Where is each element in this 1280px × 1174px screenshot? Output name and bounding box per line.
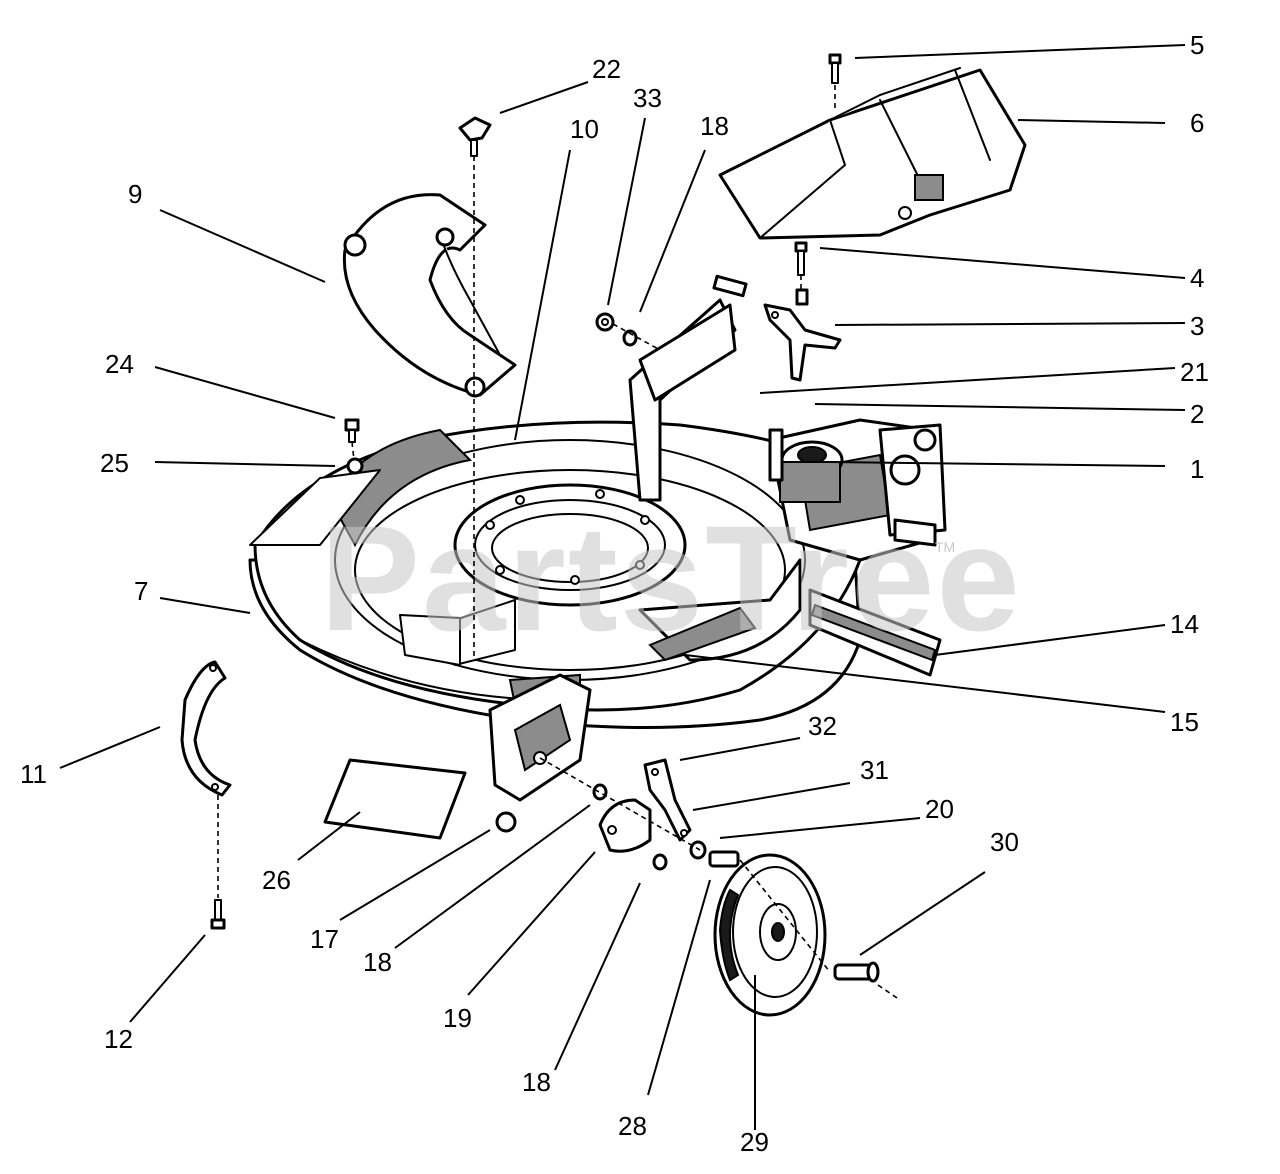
wheel-bolt-28 [708, 850, 740, 868]
callout-18-top: 18 [700, 111, 729, 141]
callout-30: 30 [990, 827, 1019, 857]
baffle [342, 193, 517, 398]
callout-9: 9 [128, 179, 142, 209]
bolt-4 [794, 241, 808, 276]
front-wheel-bracket-housing [488, 673, 592, 802]
callout-32: 32 [808, 711, 837, 741]
callout-33: 33 [633, 83, 662, 113]
callout-3: 3 [1190, 311, 1204, 341]
callout-17: 17 [310, 924, 339, 954]
nut-25 [346, 457, 364, 475]
washer-18-low [652, 853, 668, 871]
screw-12 [210, 899, 226, 930]
washer-18-mid [592, 783, 608, 801]
bolt-5 [828, 53, 842, 84]
nut-33 [595, 312, 615, 332]
callout-2: 2 [1190, 399, 1204, 429]
height-adjuster-bracket [643, 758, 692, 842]
callout-26: 26 [262, 865, 291, 895]
callout-12: 12 [104, 1024, 133, 1054]
callout-24: 24 [105, 349, 134, 379]
callout-21: 21 [1180, 357, 1209, 387]
pin-21 [712, 274, 748, 298]
callout-11: 11 [20, 759, 47, 789]
wing-screw-22 [458, 116, 492, 157]
callout-20: 20 [925, 794, 954, 824]
callout-5: 5 [1190, 30, 1204, 60]
leader-lines [59, 44, 1186, 1130]
callout-18-mid: 18 [363, 947, 392, 977]
callout-6: 6 [1190, 108, 1204, 138]
callout-7: 7 [134, 576, 148, 606]
spacer-2 [795, 288, 809, 306]
callout-18-low: 18 [522, 1067, 551, 1097]
watermark: PartsTree TM [320, 494, 1022, 662]
nut-17 [495, 811, 517, 833]
callout-31: 31 [860, 755, 889, 785]
deck-label [323, 758, 467, 840]
callout-15: 15 [1170, 707, 1199, 737]
control-bracket [763, 303, 842, 382]
wheel-plate-19 [598, 798, 652, 853]
wheel [713, 853, 827, 1017]
callout-25: 25 [100, 448, 129, 478]
rear-roller-bar [808, 588, 942, 677]
ring-bolt-holes [485, 489, 650, 585]
callout-numbers: 5 6 4 3 21 2 1 14 15 32 31 20 30 29 28 1… [20, 30, 1209, 1157]
mower-deck [248, 298, 947, 729]
callout-22: 22 [592, 54, 621, 84]
callout-14: 14 [1170, 609, 1199, 639]
svg-text:PartsTree: PartsTree [320, 494, 1022, 662]
bolt-24 [344, 418, 360, 443]
baffle-clip [180, 660, 232, 797]
discharge-chute [718, 67, 1027, 240]
washer-20 [689, 840, 707, 860]
callout-28: 28 [618, 1111, 647, 1141]
callout-10: 10 [570, 114, 599, 144]
callout-4: 4 [1190, 263, 1204, 293]
svg-text:TM: TM [935, 539, 955, 555]
callout-19: 19 [443, 1003, 472, 1033]
axle-bolt-30 [833, 961, 880, 983]
callout-29: 29 [740, 1127, 769, 1157]
assembly-lines [217, 85, 901, 1001]
callout-1: 1 [1190, 454, 1204, 484]
